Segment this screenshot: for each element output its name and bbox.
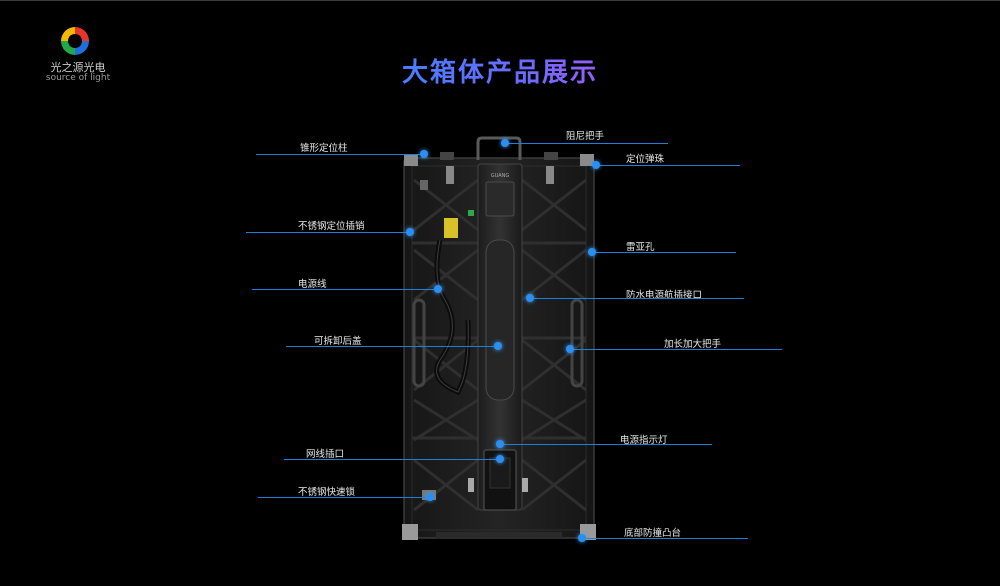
callout-label-damping-handle: 阻尼把手 xyxy=(566,131,605,142)
callout-dot-network-port xyxy=(496,455,504,463)
callout-line-steel-pin xyxy=(246,232,410,233)
callout-label-cone-pin: 锥形定位柱 xyxy=(300,143,348,154)
callout-line-rigging-hole xyxy=(592,252,736,253)
callout-label-spring-bead: 定位弹珠 xyxy=(626,154,665,165)
left-long-handle xyxy=(412,298,426,388)
callout-label-steel-pin: 不锈钢定位插销 xyxy=(298,221,365,232)
top-frame-line xyxy=(0,0,1000,1)
callout-label-power-light: 电源指示灯 xyxy=(620,435,668,446)
callout-line-power-light xyxy=(500,444,712,445)
callout-dot-power-light xyxy=(496,440,504,448)
callout-line-cone-pin xyxy=(256,154,424,155)
callout-dot-spring-bead xyxy=(592,161,600,169)
brand-name-cn: 光之源光电 xyxy=(50,61,106,74)
callout-line-steel-lock xyxy=(258,497,430,498)
callout-line-rear-cover xyxy=(286,346,498,347)
right-long-handle xyxy=(570,298,584,388)
page-title: 大箱体产品展示 xyxy=(300,52,700,89)
callout-line-damping-handle xyxy=(505,143,668,144)
corner-bracket-tr xyxy=(580,154,594,166)
brand-logo: 光之源光电 source of light xyxy=(38,24,118,84)
callout-label-rigging-hole: 雷亚孔 xyxy=(626,242,655,253)
callout-label-steel-lock: 不锈钢快速锁 xyxy=(298,487,356,498)
callout-label-rear-cover: 可拆卸后盖 xyxy=(314,336,362,347)
callout-dot-waterproof-plug xyxy=(526,294,534,302)
callout-line-network-port xyxy=(284,459,500,460)
callout-dot-power-cable xyxy=(434,285,442,293)
damping-handle-shape xyxy=(476,136,522,160)
corner-bracket-tl xyxy=(404,154,418,166)
yellow-plug xyxy=(444,218,458,238)
brand-name-en: source of light xyxy=(45,73,111,83)
callout-dot-steel-pin xyxy=(406,228,414,236)
callout-label-power-cable: 电源线 xyxy=(298,279,327,290)
callout-dot-rear-cover xyxy=(494,342,502,350)
callout-dot-bottom-bump xyxy=(578,534,586,542)
callout-label-waterproof-plug: 防水电源航插接口 xyxy=(626,290,703,301)
callout-line-power-cable xyxy=(252,289,438,290)
brand-logo-icon xyxy=(61,27,89,55)
callout-dot-steel-lock xyxy=(426,493,434,501)
callout-line-long-handle xyxy=(570,349,782,350)
callout-dot-rigging-hole xyxy=(588,248,596,256)
callout-dot-long-handle xyxy=(566,345,574,353)
callout-dot-damping-handle xyxy=(501,139,509,147)
callout-line-spring-bead xyxy=(596,165,740,166)
callout-line-waterproof-plug xyxy=(530,298,744,299)
callout-label-long-handle: 加长加大把手 xyxy=(664,339,722,350)
corner-bracket-bl xyxy=(402,524,418,540)
callout-dot-cone-pin xyxy=(420,150,428,158)
product-badge: GUANG xyxy=(491,173,510,179)
callout-line-bottom-bump xyxy=(582,538,748,539)
callout-label-bottom-bump: 底部防撞凸台 xyxy=(624,528,682,539)
callout-label-network-port: 网线插口 xyxy=(306,449,345,460)
